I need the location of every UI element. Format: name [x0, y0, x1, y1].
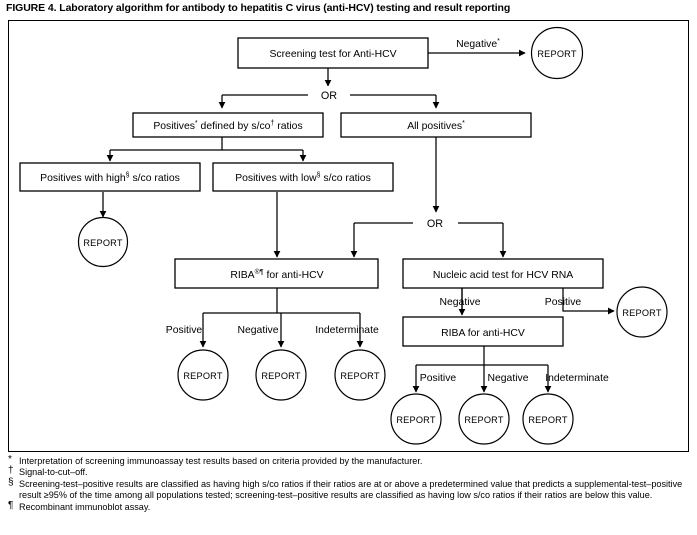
report-circle-riba-left-positive[interactable]: [177, 349, 229, 401]
or1-label-bg: [308, 86, 350, 104]
edge-label-negative-star: Negative*: [456, 38, 500, 50]
node-all-positives-label: All positives*: [407, 120, 465, 132]
footnote-marker: †: [8, 465, 14, 477]
footnote-text: Interpretation of screening immunoassay …: [19, 456, 423, 466]
node-riba-right-label: RIBA for anti-HCV: [441, 328, 525, 339]
report-circle-riba-right-indeterminate[interactable]: [522, 393, 574, 445]
or2-label: OR: [427, 218, 443, 230]
footnote-row: * Interpretation of screening immunoassa…: [8, 454, 691, 467]
report-circle-riba-right-negative[interactable]: [458, 393, 510, 445]
report-circle-nucleic-positive[interactable]: [616, 286, 668, 338]
node-positives-sco[interactable]: [132, 112, 324, 138]
footnote-text: Signal-to-cut–off.: [19, 467, 88, 478]
report-label: REPORT: [537, 49, 577, 59]
node-positives-low-label: Positives with low§ s/co ratios: [235, 172, 371, 184]
figure-title: FIGURE 4. Laboratory algorithm for antib…: [6, 2, 511, 14]
footnote-text: Recombinant immunoblot assay.: [19, 501, 151, 512]
node-screening-test-label: Screening test for Anti-HCV: [269, 49, 396, 60]
report-circle-riba-right-positive[interactable]: [390, 393, 442, 445]
node-screening-test[interactable]: [237, 37, 429, 69]
footnote-row: § Screening-test–positive results are cl…: [8, 476, 691, 502]
node-all-positives[interactable]: [340, 112, 532, 138]
node-nucleic-acid-test-label: Nucleic acid test for HCV RNA: [433, 270, 573, 281]
node-riba-left[interactable]: [174, 258, 379, 289]
report-circle-riba-left-negative[interactable]: [255, 349, 307, 401]
report-circle-riba-left-indeterminate[interactable]: [334, 349, 386, 401]
report-label: REPORT: [528, 415, 568, 425]
report-label: REPORT: [340, 371, 380, 381]
edge-label-nucleic-positive: Positive: [545, 297, 582, 308]
report-label: REPORT: [261, 371, 301, 381]
flowchart-diagram: Screening test for Anti-HCV Positives* d…: [19, 26, 668, 445]
footnotes-block: * Interpretation of screening immunoassa…: [8, 454, 691, 513]
node-nucleic-acid-test[interactable]: [402, 258, 604, 289]
edge-label-riba-right-positive: Positive: [420, 373, 457, 384]
node-positives-high[interactable]: [19, 162, 201, 192]
edge-label-riba-right-negative: Negative: [487, 373, 528, 384]
report-circle-positives-high[interactable]: [77, 216, 129, 268]
report-label: REPORT: [622, 308, 662, 318]
node-riba-left-label: RIBA®¶ for anti-HCV: [230, 268, 323, 281]
footnote-marker: *: [8, 454, 12, 465]
footnote-text: Screening-test–positive results are clas…: [19, 478, 683, 501]
report-label: REPORT: [396, 415, 436, 425]
footnote-marker: ¶: [8, 499, 14, 511]
edge-label-riba-left-positive: Positive: [166, 325, 203, 336]
report-label: REPORT: [183, 371, 223, 381]
footnote-marker: §: [8, 476, 14, 488]
edge-label-riba-left-negative: Negative: [237, 325, 278, 336]
footnote-row: † Signal-to-cut–off.: [8, 465, 691, 478]
report-label: REPORT: [464, 415, 504, 425]
node-positives-low[interactable]: [212, 162, 394, 192]
footnote-row: ¶ Recombinant immunoblot assay.: [8, 499, 691, 513]
or2-label-bg: [413, 214, 458, 232]
node-positives-high-label: Positives with high§ s/co ratios: [40, 172, 180, 184]
edge-nucleic-positive-report: [562, 288, 615, 315]
edge-label-riba-left-indeterminate: Indeterminate: [315, 325, 379, 336]
node-riba-right[interactable]: [402, 316, 564, 347]
report-circle-screening-negative[interactable]: [530, 26, 584, 80]
edge-label-riba-right-indeterminate: Indeterminate: [545, 373, 609, 384]
report-label: REPORT: [83, 238, 123, 248]
node-positives-sco-label: Positives* defined by s/co† ratios: [153, 120, 302, 132]
or1-label: OR: [321, 90, 337, 102]
edge-label-nucleic-negative: Negative: [439, 297, 480, 308]
